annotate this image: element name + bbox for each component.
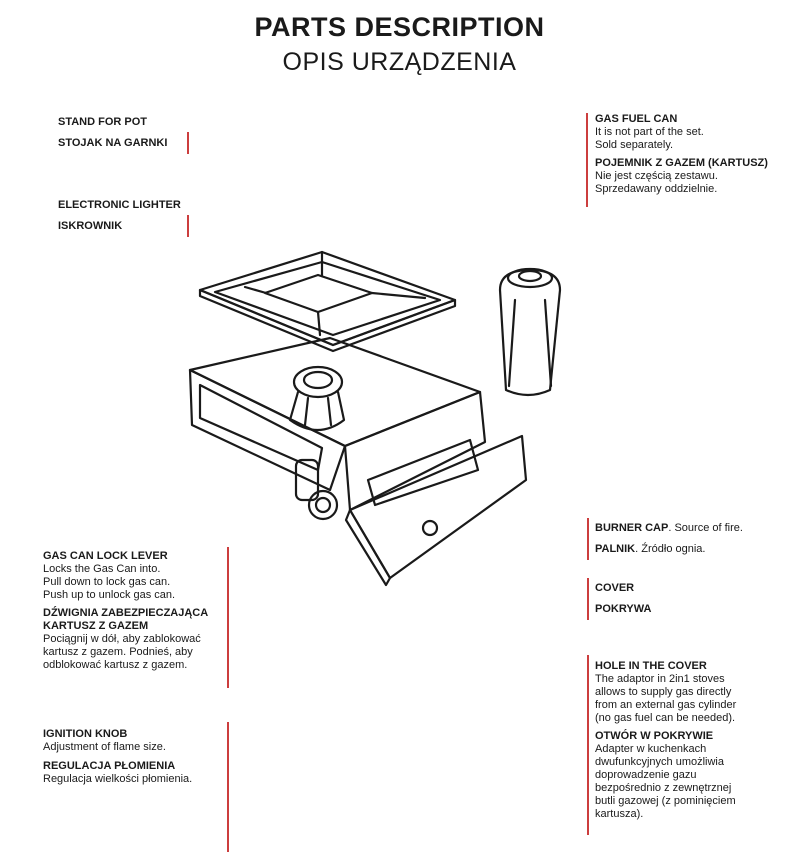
label-ignition-en: IGNITION KNOB xyxy=(43,728,128,740)
label-hole-pl-desc-1: Adapter w kuchenkach xyxy=(595,743,707,755)
label-stand: STAND FOR POT STOJAK NA GARNKI xyxy=(58,116,167,150)
page-subtitle: OPIS URZĄDZENIA xyxy=(282,48,517,76)
label-hole-pl-desc-6: kartusza). xyxy=(595,808,644,820)
stove-illustration xyxy=(188,250,562,587)
label-lock-lever: GAS CAN LOCK LEVER Locks the Gas Can int… xyxy=(43,550,208,672)
label-gas-can-pl: POJEMNIK Z GAZEM (KARTUSZ) xyxy=(595,157,768,169)
label-burner-cap: BURNER CAP. Source of fire. PALNIK. Źród… xyxy=(595,522,743,556)
label-lock-lever-en-desc-1: Locks the Gas Can into. xyxy=(43,563,161,575)
label-lock-lever-pl-2: KARTUSZ Z GAZEM xyxy=(43,620,149,632)
label-gas-can: GAS FUEL CAN It is not part of the set. … xyxy=(595,113,768,196)
label-stand-pl: STOJAK NA GARNKI xyxy=(58,137,168,149)
leader-lines xyxy=(187,113,589,852)
burner-drawing xyxy=(288,365,346,432)
label-lock-lever-pl-desc-2: kartusz z gazem. Podnieś, aby xyxy=(43,646,193,658)
label-hole-en-desc-2: allows to supply gas directly xyxy=(595,686,732,698)
label-hole-en-desc-1: The adaptor in 2in1 stoves xyxy=(595,673,725,685)
label-lock-lever-pl-1: DŹWIGNIA ZABEZPIECZAJĄCA xyxy=(43,607,209,619)
label-hole: HOLE IN THE COVER The adaptor in 2in1 st… xyxy=(595,660,736,821)
label-ignition-en-desc: Adjustment of flame size. xyxy=(43,741,166,753)
label-burner-cap-en: BURNER CAP xyxy=(595,522,669,534)
label-stand-en: STAND FOR POT xyxy=(58,116,148,128)
label-cover: COVER POKRYWA xyxy=(595,582,651,616)
label-hole-en-desc-4: (no gas fuel can be needed). xyxy=(595,712,736,724)
label-gas-can-en: GAS FUEL CAN xyxy=(595,113,678,125)
label-ignition-pl-desc: Regulacja wielkości płomienia. xyxy=(43,773,193,785)
label-ignition-pl: REGULACJA PŁOMIENIA xyxy=(43,760,176,772)
label-lock-lever-en: GAS CAN LOCK LEVER xyxy=(43,550,168,562)
label-gas-can-pl-desc-1: Nie jest częścią zestawu. xyxy=(595,170,718,182)
label-burner-cap-en-desc: . Source of fire. xyxy=(668,522,743,534)
label-lighter: ELECTRONIC LIGHTER ISKROWNIK xyxy=(58,199,181,233)
label-lock-lever-pl-desc-3: odblokować kartusz z gazem. xyxy=(43,659,188,671)
label-hole-pl-desc-3: doprowadzenie gazu xyxy=(595,769,697,781)
label-lighter-pl: ISKROWNIK xyxy=(58,220,123,232)
label-gas-can-en-desc-1: It is not part of the set. xyxy=(595,126,704,138)
label-hole-en: HOLE IN THE COVER xyxy=(595,660,707,672)
label-cover-pl: POKRYWA xyxy=(595,603,652,615)
label-hole-pl-desc-4: bezpośrednio z zewnętrznej xyxy=(595,782,732,794)
gas-can-drawing xyxy=(498,267,562,397)
label-cover-en: COVER xyxy=(595,582,635,594)
stove-base-drawing xyxy=(188,336,528,587)
label-lock-lever-en-desc-3: Push up to unlock gas can. xyxy=(43,589,176,601)
label-gas-can-pl-desc-2: Sprzedawany oddzielnie. xyxy=(595,183,718,195)
label-gas-can-en-desc-2: Sold separately. xyxy=(595,139,674,151)
page-title: PARTS DESCRIPTION xyxy=(254,12,545,42)
label-hole-pl-desc-2: dwufunkcyjnych umożliwia xyxy=(595,756,724,768)
label-hole-en-desc-3: from an external gas cylinder xyxy=(595,699,737,711)
label-hole-pl: OTWÓR W POKRYWIE xyxy=(595,730,714,742)
label-burner-cap-pl-desc: . Źródło ognia. xyxy=(635,543,706,555)
label-lock-lever-en-desc-2: Pull down to lock gas can. xyxy=(43,576,171,588)
label-lighter-en: ELECTRONIC LIGHTER xyxy=(58,199,181,211)
pot-stand-drawing xyxy=(198,250,457,353)
label-lock-lever-pl-desc-1: Pociągnij w dół, aby zablokować xyxy=(43,633,201,645)
label-hole-pl-desc-5: butli gazowej (z pominięciem xyxy=(595,795,736,807)
label-ignition: IGNITION KNOB Adjustment of flame size. … xyxy=(43,728,192,786)
label-burner-cap-pl: PALNIK xyxy=(595,543,636,555)
